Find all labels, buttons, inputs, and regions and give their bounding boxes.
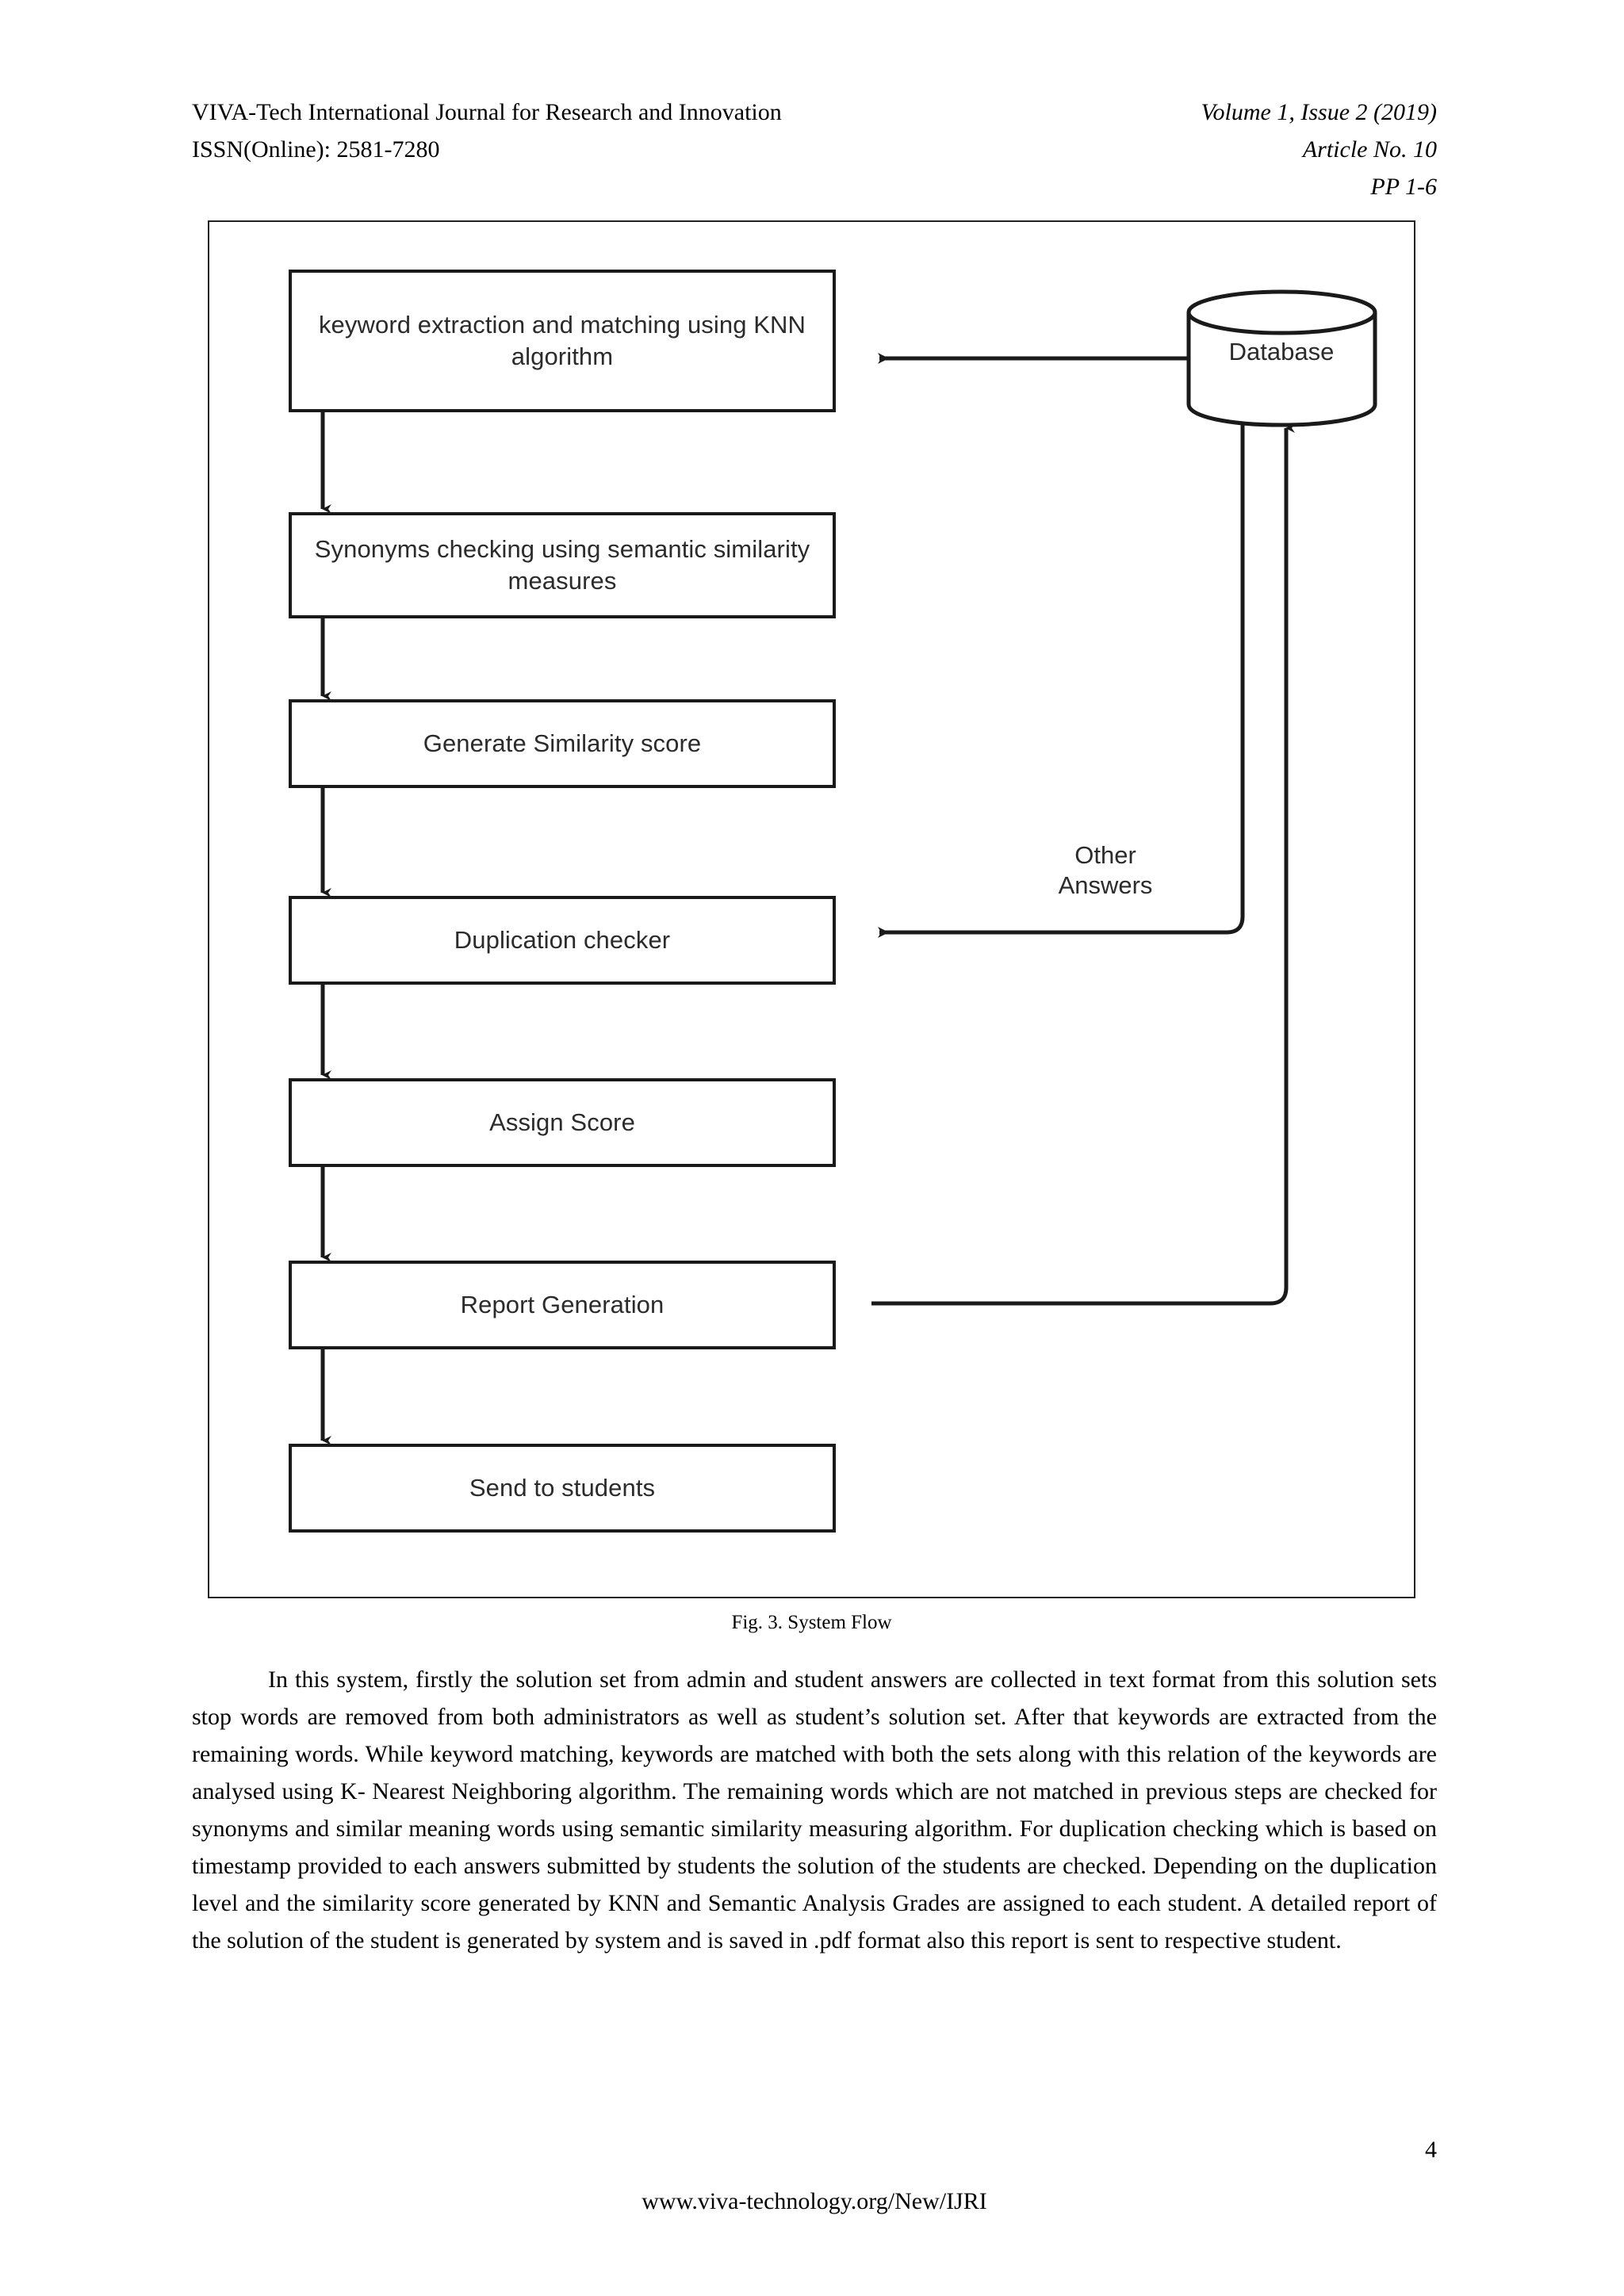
flow-node-synonyms-checking-label: Synonyms checking using semantic similar… bbox=[314, 535, 810, 595]
flow-node-duplication-checker[interactable]: Duplication checker bbox=[289, 896, 836, 985]
flow-node-send-to-students-label: Send to students bbox=[469, 1474, 656, 1502]
body-paragraph: In this system, firstly the solution set… bbox=[192, 1667, 1437, 1954]
flow-node-synonyms-checking[interactable]: Synonyms checking using semantic similar… bbox=[289, 512, 836, 618]
figure-caption: Fig. 3. System Flow bbox=[731, 1612, 892, 1633]
flow-node-send-to-students[interactable]: Send to students bbox=[289, 1444, 836, 1533]
journal-name: VIVA-Tech International Journal for Rese… bbox=[192, 99, 782, 125]
flow-node-duplication-checker-label: Duplication checker bbox=[454, 926, 671, 954]
edge-label-other-answers-line1: Other bbox=[1074, 841, 1136, 869]
flow-node-generate-similarity-score[interactable]: Generate Similarity score bbox=[289, 699, 836, 788]
page-header: VIVA-Tech International Journal for Rese… bbox=[192, 94, 1437, 205]
edge-report-to-database bbox=[871, 423, 1295, 1306]
edge-label-other-answers-line2: Answers bbox=[1058, 871, 1153, 899]
footer-url: www.viva-technology.org/New/IJRI bbox=[642, 2188, 987, 2214]
page-number: 4 bbox=[1425, 2137, 1437, 2163]
flowchart-connectors bbox=[320, 353, 1295, 1445]
flow-node-report-generation-label: Report Generation bbox=[460, 1291, 665, 1318]
article-number: Article No. 10 bbox=[1302, 136, 1437, 163]
figure-system-flow: keyword extraction and matching using KN… bbox=[208, 220, 1415, 1598]
flow-node-report-generation[interactable]: Report Generation bbox=[289, 1261, 836, 1349]
flow-node-database-label: Database bbox=[1228, 338, 1335, 365]
page-range: PP 1-6 bbox=[1370, 174, 1437, 200]
volume-issue: Volume 1, Issue 2 (2019) bbox=[1201, 99, 1437, 125]
flow-node-keyword-extraction-label: keyword extraction and matching using KN… bbox=[318, 311, 806, 370]
flow-node-assign-score-label: Assign Score bbox=[489, 1108, 635, 1136]
header-left-block: VIVA-Tech International Journal for Rese… bbox=[192, 94, 782, 168]
flow-node-keyword-extraction[interactable]: keyword extraction and matching using KN… bbox=[289, 270, 836, 412]
flow-node-generate-similarity-score-label: Generate Similarity score bbox=[423, 729, 702, 757]
edge-label-other-answers: Other Answers bbox=[1018, 840, 1193, 901]
flow-node-database-shape[interactable] bbox=[1185, 289, 1383, 428]
header-right-block: Volume 1, Issue 2 (2019) Article No. 10 … bbox=[1201, 94, 1437, 205]
edge-database-to-duplication bbox=[878, 422, 1245, 938]
journal-issn: ISSN(Online): 2581-7280 bbox=[192, 136, 440, 163]
flow-node-assign-score[interactable]: Assign Score bbox=[289, 1078, 836, 1167]
